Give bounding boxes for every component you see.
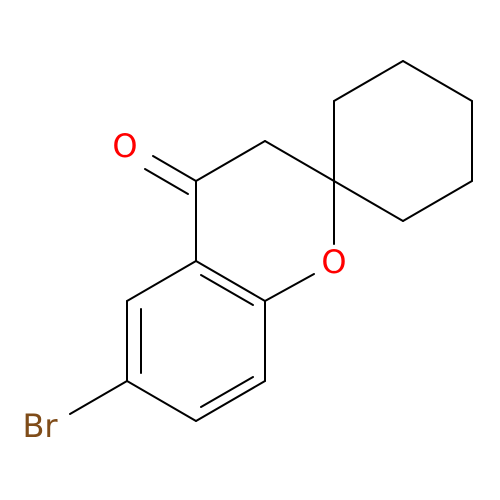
bond-ch2-spiro <box>264 140 335 182</box>
bond-carbonyl-ch2 <box>195 140 266 182</box>
bond-oxygen-aryl <box>264 273 315 302</box>
pyranone-ring <box>195 140 335 302</box>
bond-c-br <box>69 380 128 415</box>
bond-bz-3 <box>195 380 266 422</box>
bond-co-1 <box>152 155 197 182</box>
bond-cy-3 <box>402 60 473 102</box>
bond-bz-1-inner <box>200 274 254 306</box>
bond-cy-2 <box>333 60 404 102</box>
bond-co-2 <box>144 168 189 195</box>
benzene-ring <box>126 260 266 422</box>
ring-oxygen-label: O <box>321 243 346 281</box>
bond-bz-4 <box>126 380 197 422</box>
bond-cy-6 <box>333 180 404 222</box>
bond-cy-5 <box>402 180 473 222</box>
bond-bz-6 <box>126 260 197 302</box>
carbonyl-oxygen-label: O <box>112 127 137 165</box>
bromine-label: Br <box>22 407 58 445</box>
bond-bz-1 <box>195 260 266 302</box>
carbonyl-double-bond <box>144 155 197 195</box>
cyclohexane-ring <box>333 60 473 222</box>
bond-bz-3-inner <box>200 376 254 408</box>
